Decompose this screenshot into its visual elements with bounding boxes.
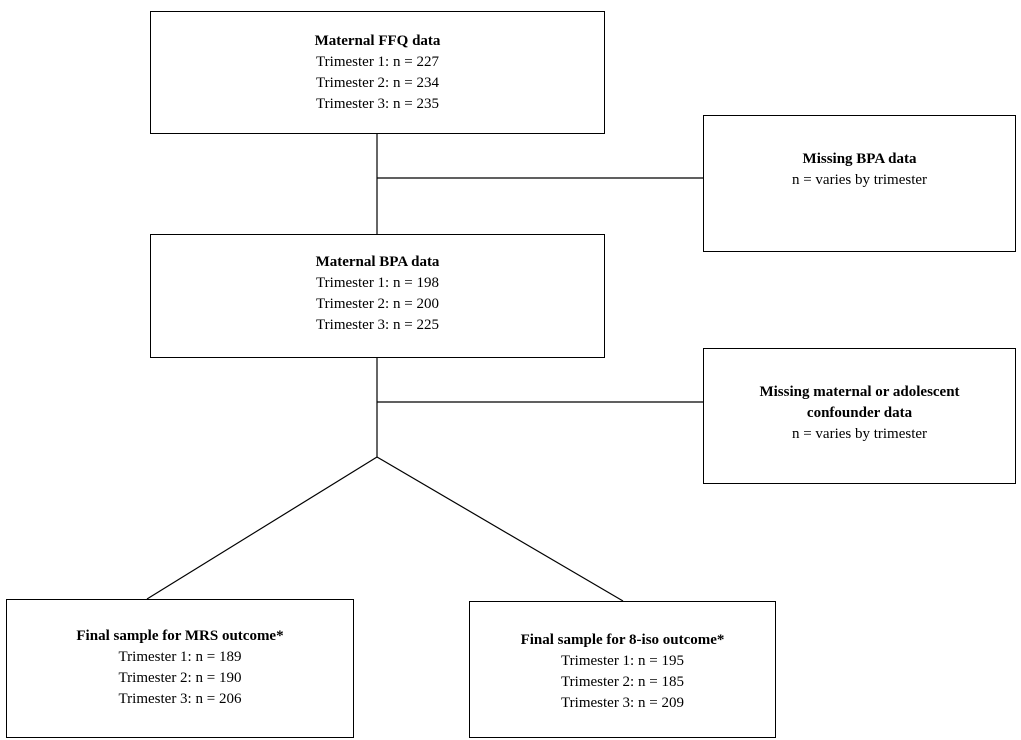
maternal-ffq-trimester-2: Trimester 2: n = 234 <box>316 74 439 91</box>
final-sample-mrs-trimester-3: Trimester 3: n = 206 <box>118 691 242 707</box>
final-sample-iso-trimester-1: Trimester 1: n = 195 <box>561 653 684 669</box>
maternal-ffq-box: Maternal FFQ data Trimester 1: n = 227 T… <box>150 11 605 134</box>
maternal-bpa-box: Maternal BPA data Trimester 1: n = 198 T… <box>150 234 605 358</box>
final-sample-mrs-title: Final sample for MRS outcome* <box>76 628 284 644</box>
maternal-bpa-trimester-3: Trimester 3: n = 225 <box>316 317 439 333</box>
maternal-ffq-trimester-1: Trimester 1: n = 227 <box>316 53 439 70</box>
missing-confounder-box: Missing maternal or adolescent confounde… <box>703 348 1016 484</box>
connector-split-to-iso <box>376 456 624 602</box>
maternal-ffq-trimester-3: Trimester 3: n = 235 <box>316 95 439 112</box>
final-sample-iso-trimester-3: Trimester 3: n = 209 <box>561 695 684 711</box>
maternal-ffq-title: Maternal FFQ data <box>314 32 441 49</box>
maternal-bpa-title: Maternal BPA data <box>315 254 440 270</box>
final-sample-iso-title: Final sample for 8-iso outcome* <box>520 632 725 648</box>
final-sample-iso-trimester-2: Trimester 2: n = 185 <box>561 674 684 690</box>
missing-bpa-count: n = varies by trimester <box>791 172 928 188</box>
final-sample-iso-box: Final sample for 8-iso outcome* Trimeste… <box>469 601 776 738</box>
missing-confounder-count: n = varies by trimester <box>791 426 928 442</box>
missing-confounder-title-line-1: Missing maternal or adolescent <box>759 384 960 400</box>
maternal-bpa-trimester-1: Trimester 1: n = 198 <box>316 275 439 291</box>
missing-bpa-title: Missing BPA data <box>802 151 917 167</box>
final-sample-mrs-box: Final sample for MRS outcome* Trimester … <box>6 599 354 738</box>
missing-bpa-box: Missing BPA data n = varies by trimester <box>703 115 1016 252</box>
connector-split-to-mrs <box>146 456 378 600</box>
final-sample-mrs-trimester-1: Trimester 1: n = 189 <box>118 649 242 665</box>
missing-confounder-title-line-2: confounder data <box>806 405 913 421</box>
final-sample-mrs-trimester-2: Trimester 2: n = 190 <box>118 670 242 686</box>
maternal-bpa-trimester-2: Trimester 2: n = 200 <box>316 296 439 312</box>
